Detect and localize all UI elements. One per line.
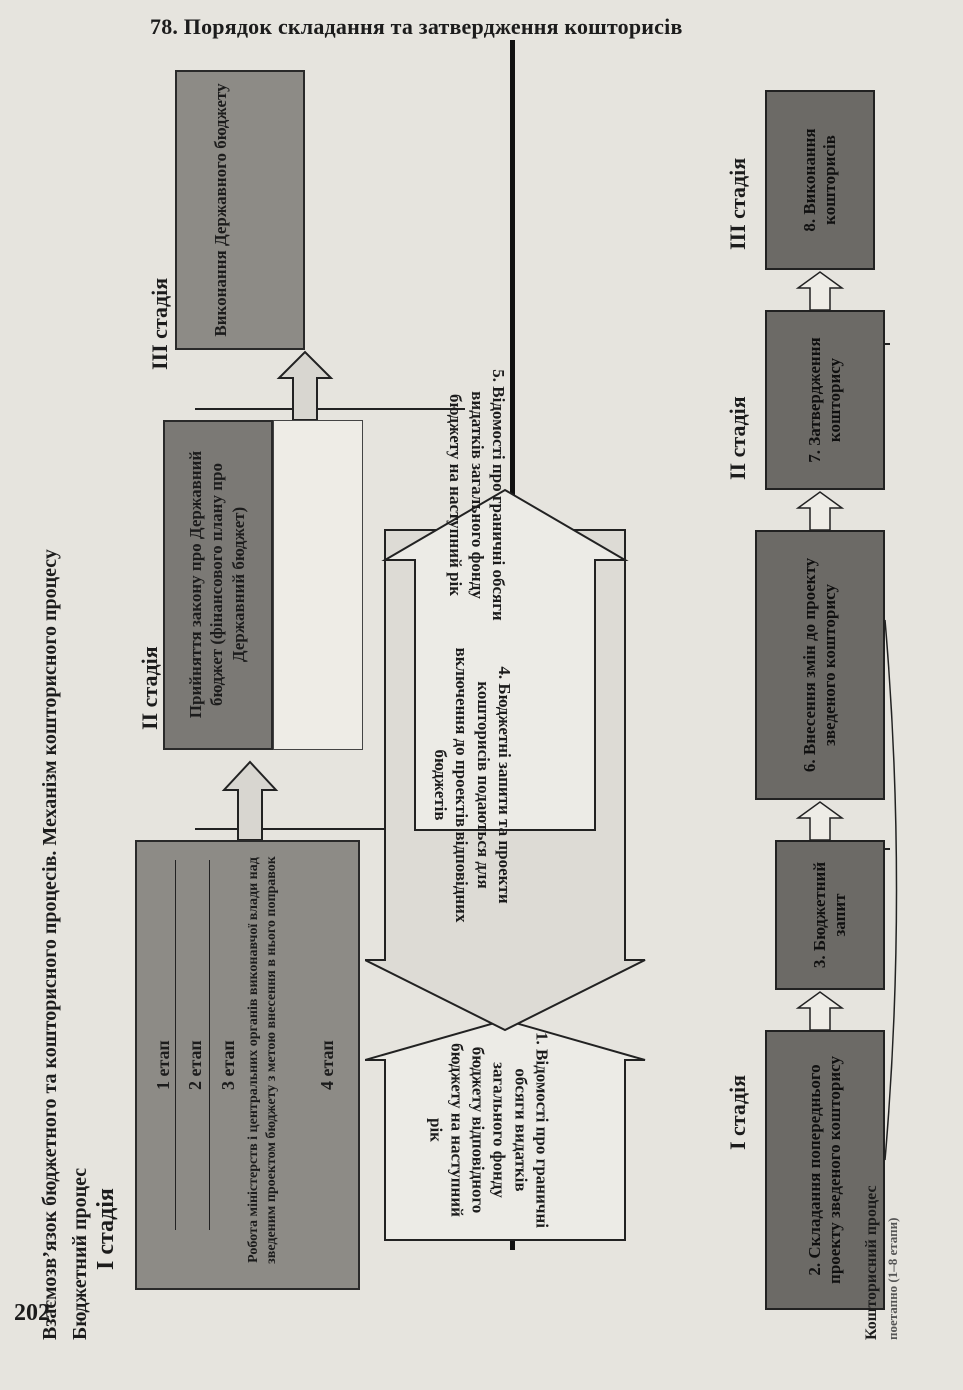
estimate-process-subtitle: поетапно (1–8 етапи): [885, 1217, 900, 1340]
page-header: 78. Порядок складання та затвердження ко…: [150, 14, 683, 39]
rotated-diagram: Взаємозв’язок бюджетного та кошторисного…: [35, 20, 905, 1350]
arrow-1-text: 1. Відомості про граничні обсяги видаткі…: [426, 1032, 552, 1228]
etap1-label: 1 етап: [153, 1040, 173, 1090]
est-stage3-label: ІІІ стадія: [725, 157, 750, 250]
step3-box: 3. Бюджетний запит: [775, 840, 885, 990]
arrow-step6-7: [795, 491, 845, 530]
arrow-step7-8: [795, 271, 845, 310]
stage3-box: [175, 70, 305, 350]
arrow-1-shape: [365, 1018, 646, 1241]
arrow-5-shape: [381, 488, 629, 831]
etap2-label: 2 етап: [185, 1040, 205, 1090]
estimate-process-title: Кошторисний процес: [863, 1185, 880, 1340]
etap-line: [209, 860, 210, 1230]
arrow-4-text: 4. Бюджетні запити та проекти кошторисів…: [431, 647, 514, 923]
step7-box: 7. Затвердження кошторису: [765, 310, 885, 490]
est-stage2-label: ІІ стадія: [725, 396, 750, 480]
stage2-label: ІІ стадія: [137, 646, 162, 730]
step6-box: 6. Внесення змін до проекту зведеного ко…: [755, 530, 885, 800]
stage3-label: ІІІ стадія: [147, 277, 172, 370]
arrow-right-1: [221, 760, 279, 840]
step8-box: 8. Виконання кошторисів: [765, 90, 875, 270]
arrow-right-2: [276, 350, 334, 420]
stage2-lower: [273, 420, 363, 750]
etap3-label: 3 етап: [218, 1040, 238, 1090]
arrow-5-text: 5. Відомості про граничні обсяги видаткі…: [446, 369, 508, 621]
feedback-curve: [884, 619, 898, 1161]
stage2-box-text: Прийняття закону про Державний бюджет (ф…: [186, 450, 248, 719]
etap4-label: 4 етап: [317, 1040, 337, 1090]
diagram-title: Взаємозв’язок бюджетного та кошторисного…: [39, 549, 61, 1340]
arrow-step2-3: [795, 991, 845, 1030]
budget-process-title: Бюджетний процес: [69, 1167, 91, 1340]
stage3-box-text: Виконання Державного бюджету: [211, 83, 230, 337]
etap-line: [175, 860, 176, 1230]
etap3-description: Робота міністерств і центральних органів…: [246, 856, 280, 1264]
page-number: 202: [14, 1300, 50, 1326]
process-arrows: [365, 488, 646, 1241]
est-stage1-label: І стадія: [725, 1074, 750, 1150]
arrow-step3-6: [795, 801, 845, 840]
stage1-label: І стадія: [93, 1188, 119, 1270]
